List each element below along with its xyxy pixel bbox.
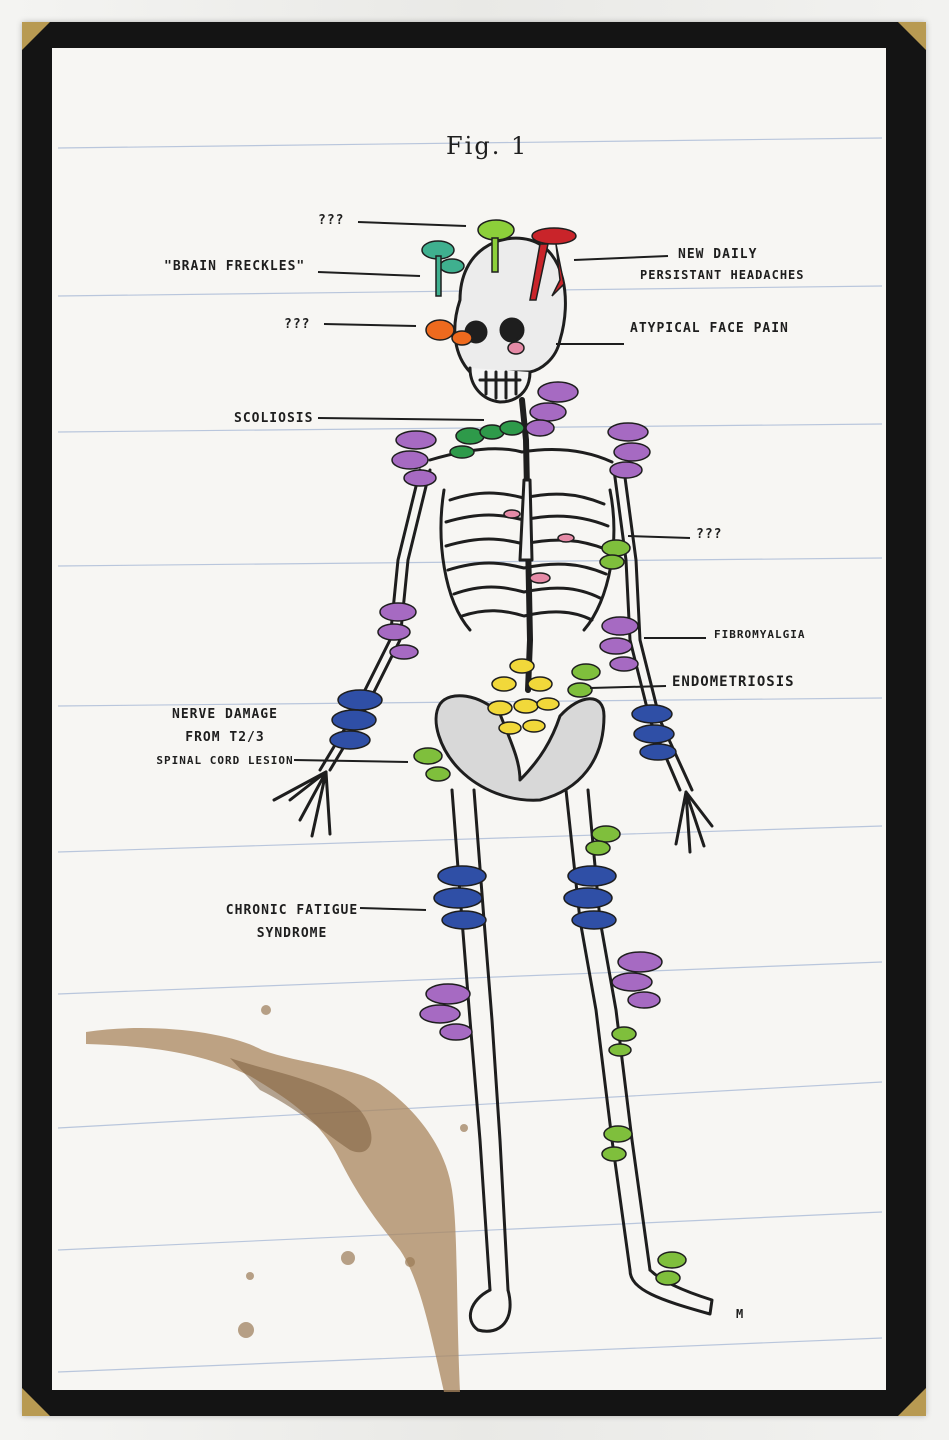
ruled-lines <box>57 137 883 1373</box>
coffee-stain <box>86 1005 468 1392</box>
label-chronic-fatigue: Chronic Fatigue Syndrome <box>222 902 362 942</box>
label-unknown-top: ??? <box>318 213 345 228</box>
label-fibromyalgia: Fibromyalgia <box>714 628 806 641</box>
label-unknown-chest: ??? <box>696 527 723 542</box>
artist-signature: M <box>736 1307 745 1321</box>
label-headaches: New Daily Persistant Headaches <box>640 246 805 284</box>
label-chronic-fatigue-line-1: Chronic Fatigue <box>225 903 359 918</box>
label-brain-freckles: "Brain Freckles" <box>164 259 306 274</box>
label-headaches-line-1: New Daily <box>678 247 758 262</box>
mushroom-clusters <box>329 219 687 1286</box>
label-atypical-face-pain: Atypical Face Pain <box>630 321 789 336</box>
label-headaches-line-2: Persistant Headaches <box>640 268 805 282</box>
label-endometriosis: Endometriosis <box>672 674 795 690</box>
skeleton <box>272 236 714 1333</box>
label-nerve-damage: Nerve Damage From T2/3 Spinal Cord Lesio… <box>150 706 300 769</box>
label-unknown-face: ??? <box>284 317 311 332</box>
label-scoliosis: Scoliosis <box>234 411 314 426</box>
figure-title: Fig. 1 <box>446 132 529 160</box>
label-nerve-damage-line-2: From T2/3 <box>185 730 265 745</box>
label-nerve-damage-line-1: Nerve Damage <box>172 707 278 722</box>
label-chronic-fatigue-line-2: Syndrome <box>256 926 328 941</box>
label-leader-lines <box>293 221 706 911</box>
label-nerve-damage-line-3: Spinal Cord Lesion <box>156 754 294 767</box>
